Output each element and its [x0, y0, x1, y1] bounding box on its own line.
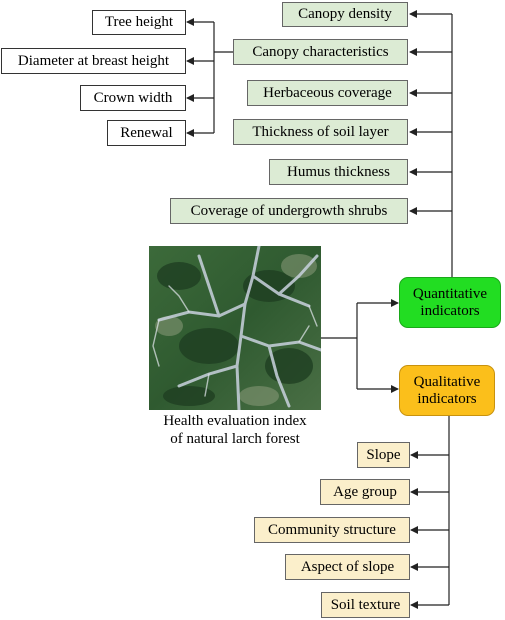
root-caption-line-2: of natural larch forest	[170, 431, 300, 447]
node-diameter-at-breast-height: Diameter at breast height	[1, 48, 186, 74]
node-slope: Slope	[357, 442, 410, 468]
node-soil-texture: Soil texture	[321, 592, 410, 618]
node-canopy-characteristics: Canopy characteristics	[233, 39, 408, 65]
node-thickness-of-soil-layer: Thickness of soil layer	[233, 119, 408, 145]
node-aspect-of-slope: Aspect of slope	[285, 554, 410, 580]
node-herbaceous-coverage: Herbaceous coverage	[247, 80, 408, 106]
node-humus-thickness: Humus thickness	[269, 159, 408, 185]
node-coverage-of-undergrowth-shrubs: Coverage of undergrowth shrubs	[170, 198, 408, 224]
quantitative-indicators-node: Quantitative indicators	[399, 277, 501, 328]
node-age-group: Age group	[320, 479, 410, 505]
node-community-structure: Community structure	[254, 517, 410, 543]
node-canopy-density: Canopy density	[282, 2, 408, 27]
forest-satellite-image	[149, 246, 321, 410]
root-caption: Health evaluation index of natural larch…	[140, 412, 330, 448]
node-renewal: Renewal	[107, 120, 186, 146]
qualitative-indicators-node: Qualitative indicators	[399, 365, 495, 416]
node-tree-height: Tree height	[92, 10, 186, 35]
root-caption-line-1: Health evaluation index	[163, 413, 307, 429]
node-crown-width: Crown width	[80, 85, 186, 111]
